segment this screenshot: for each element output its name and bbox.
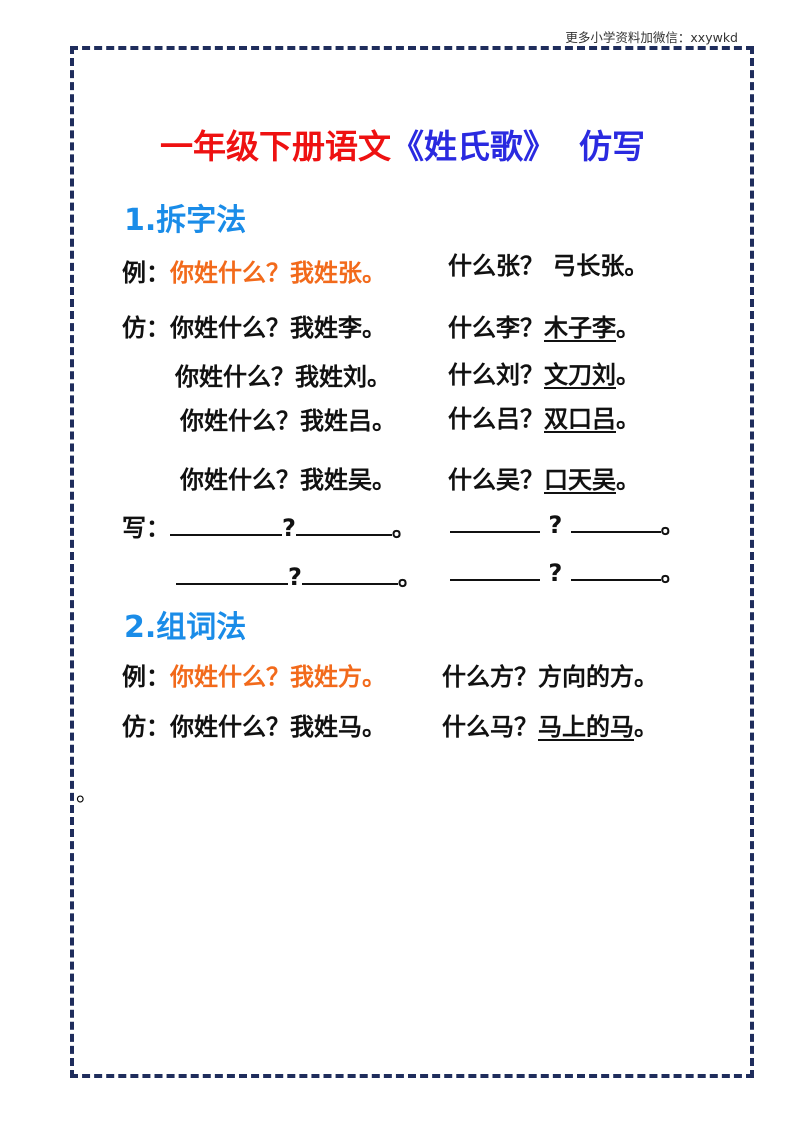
s1-row4-left: 你姓什么？我姓吴。 [180,466,396,494]
imitate-label: 仿： [122,713,170,741]
s1-row2-left: 你姓什么？我姓刘。 [175,363,391,391]
header-note: 更多小学资料加微信：xxywkd [565,30,738,45]
s2-example-answer: 什么方？方向的方。 [442,663,658,691]
s2-example-left: 例：你姓什么？我姓方。 [122,657,386,692]
s2-imitate-left: 仿：你姓什么？我姓马。 [122,707,386,742]
s1-row2-answer: 什么刘？文刀刘。 [448,355,640,390]
section2-heading: 2.组词法 [124,610,247,645]
blank-line[interactable] [295,533,392,536]
blank-line[interactable] [301,582,398,585]
answer-underlined: 双口吕 [544,405,616,433]
s1-row1-left: 仿：你姓什么？我姓李。 [122,308,386,343]
write-label: 写： [122,514,170,542]
example-label: 例： [122,259,170,287]
dashed-border [70,46,754,1078]
write-row2-right: ? 。 [450,553,685,588]
answer-end: 。 [616,405,640,433]
blank-line[interactable] [176,582,288,585]
answer-end: 。 [616,314,640,342]
answer-underlined: 文刀刘 [544,361,616,389]
s1-row3-answer: 什么吕？双口吕。 [448,399,640,434]
section1-heading: 1.拆字法 [124,203,247,238]
s1-example-left: 例：你姓什么？我姓张。 [122,253,386,288]
row-question: 你姓什么？我姓马。 [170,713,386,741]
blank-line[interactable] [570,578,661,581]
answer-underlined: 口天吴 [544,466,616,494]
answer-end: 。 [634,713,658,741]
blank-line[interactable] [450,578,540,581]
title-grade: 一年级下册语文 [160,127,391,166]
write-row1-right: ? 。 [450,505,685,540]
question-mark: ? [548,511,563,539]
answer-prefix: 什么李？ [448,314,544,342]
period: 。 [397,563,422,591]
write-row1-left: 写：? 。 [122,508,416,543]
period: 。 [660,511,685,539]
period: 。 [391,514,416,542]
write-row2-left: ?。 [176,557,422,592]
blank-line[interactable] [450,530,540,533]
blank-line[interactable] [570,530,661,533]
s1-example-answer: 什么张？ 弓长张。 [448,252,649,280]
s2-imitate-answer: 什么马？马上的马。 [442,707,658,742]
example-label: 例： [122,663,170,691]
answer-prefix: 什么刘？ [448,361,544,389]
answer-end: 。 [616,361,640,389]
question-mark: ? [288,563,302,591]
answer-underlined: 马上的马 [538,713,634,741]
title-task: 仿写 [578,127,645,166]
s1-row3-left: 你姓什么？我姓吕。 [180,407,396,435]
row-question: 你姓什么？我姓李。 [170,314,386,342]
example-question: 你姓什么？我姓张。 [170,259,386,287]
answer-prefix: 什么吴？ [448,466,544,494]
answer-prefix: 什么吕？ [448,405,544,433]
example-question: 你姓什么？我姓方。 [170,663,386,691]
s1-row1-answer: 什么李？木子李。 [448,308,640,343]
question-mark: ? [282,514,296,542]
stray-mark: 。 [76,782,99,807]
question-mark: ? [548,559,563,587]
period: 。 [660,559,685,587]
answer-underlined: 木子李 [544,314,616,342]
title-lesson: 《姓氏歌》 [391,127,556,166]
s1-row4-answer: 什么吴？口天吴。 [448,460,640,495]
blank-line[interactable] [170,533,282,536]
answer-prefix: 什么马？ [442,713,538,741]
answer-end: 。 [616,466,640,494]
page-title: 一年级下册语文《姓氏歌》 仿写 [160,120,645,168]
imitate-label: 仿： [122,314,170,342]
